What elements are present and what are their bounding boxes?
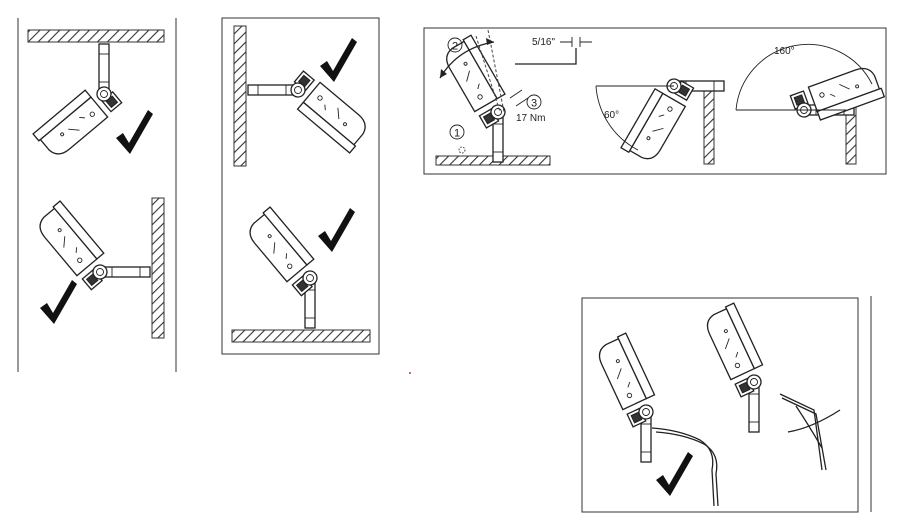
hex-key-size-label: 5/16" bbox=[532, 37, 555, 48]
angle-160-label: 160° bbox=[774, 46, 795, 57]
wall-surface bbox=[703, 81, 715, 165]
wall-mounted-floodlight bbox=[32, 200, 151, 292]
floodlight-cable-incorrect bbox=[701, 302, 827, 471]
wall-surface bbox=[233, 25, 247, 167]
step-2-label: 2 bbox=[452, 41, 458, 53]
check-mark-icon bbox=[320, 38, 357, 82]
wall-mounted-floodlight bbox=[247, 68, 373, 154]
step-1-label: 1 bbox=[454, 128, 460, 140]
rotated-floodlight bbox=[788, 63, 885, 128]
check-mark-icon bbox=[318, 208, 355, 252]
check-mark-icon bbox=[656, 452, 693, 496]
floodlight-cable-correct bbox=[593, 332, 719, 507]
panel-cable-routing bbox=[581, 296, 872, 513]
ceiling-surface bbox=[27, 29, 165, 43]
panel-ceiling-and-wall bbox=[17, 18, 177, 372]
floor-surface bbox=[231, 329, 371, 343]
panel-wall-and-floor bbox=[221, 17, 380, 355]
floor-mounted-floodlight bbox=[242, 206, 328, 329]
angle-60-label: 60° bbox=[604, 110, 619, 121]
torque-label: 17 Nm bbox=[516, 113, 545, 124]
cross-mark-icon bbox=[787, 405, 841, 449]
check-mark-icon bbox=[116, 110, 153, 154]
stray-dot bbox=[409, 372, 411, 374]
step-3-label: 3 bbox=[531, 98, 537, 110]
adjustable-floodlight bbox=[440, 29, 516, 163]
panel-adjustment: 2 1 3 17 Nm 5/16" 60° 160° bbox=[423, 27, 887, 175]
wall-surface bbox=[151, 197, 165, 339]
screw-icon bbox=[458, 146, 466, 154]
ceiling-mounted-floodlight bbox=[32, 43, 124, 162]
hex-key-icon bbox=[515, 37, 592, 65]
check-mark-icon bbox=[40, 280, 77, 324]
